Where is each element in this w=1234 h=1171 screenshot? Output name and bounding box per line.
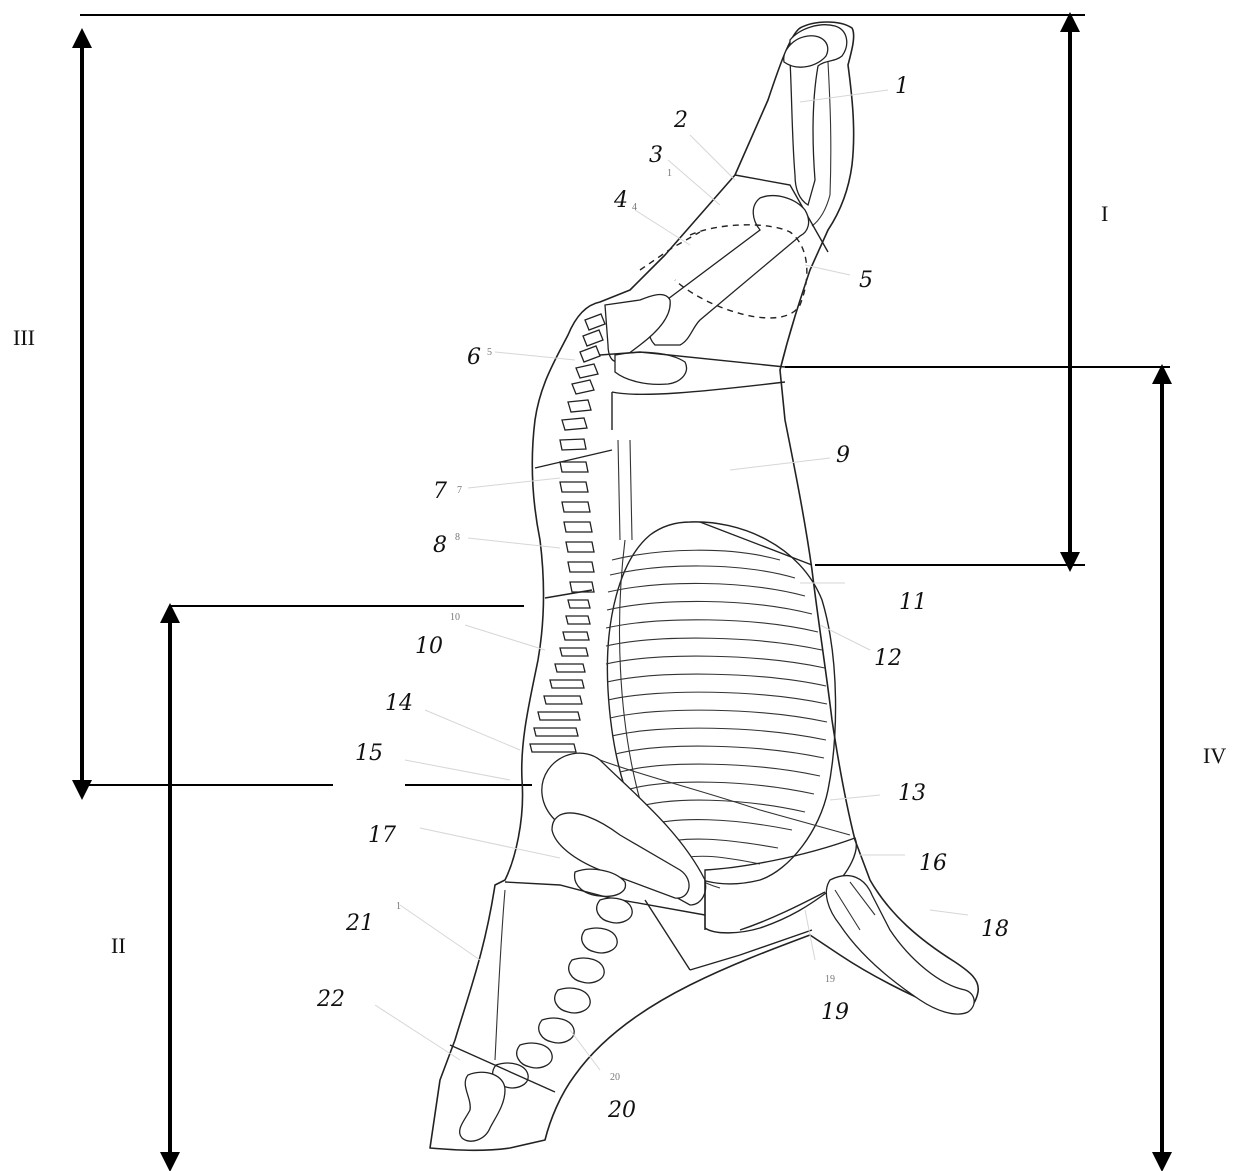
chuck-cut-line xyxy=(545,590,592,598)
thoracic-vertebrae xyxy=(560,462,594,592)
neck-inner-line xyxy=(495,890,505,1060)
part-number-18: 18 xyxy=(981,917,1009,942)
part-number-11: 11 xyxy=(899,590,927,615)
cervical-vertebrae xyxy=(530,600,590,752)
part-number-12: 12 xyxy=(874,646,902,671)
section-label-iv: IV xyxy=(1203,743,1226,768)
part-number-3: 3 xyxy=(649,143,663,168)
part-number-9: 9 xyxy=(836,443,850,468)
part-number-14: 14 xyxy=(385,691,413,716)
faint-number-4: 4 xyxy=(632,202,637,213)
part-number-1: 1 xyxy=(895,74,909,99)
neck-vertebrae xyxy=(493,898,632,1088)
faint-number-3: 1 xyxy=(667,168,672,179)
part-number-22: 22 xyxy=(316,987,345,1012)
section-label-i: I xyxy=(1101,201,1108,226)
part-number-6: 6 xyxy=(467,345,481,370)
faint-number-8: 8 xyxy=(455,532,460,543)
faint-number-21: 1 xyxy=(396,901,401,912)
flank-cut-line xyxy=(700,522,812,565)
part-number-20: 20 xyxy=(607,1098,636,1123)
faint-number-10: 10 xyxy=(450,612,460,623)
part-number-19: 19 xyxy=(821,1000,849,1025)
part-number-2: 2 xyxy=(673,108,688,133)
femur xyxy=(649,196,809,345)
faint-number-19: 19 xyxy=(825,974,835,985)
part-number-10: 10 xyxy=(415,634,443,659)
dashed-leg-line xyxy=(640,232,700,270)
foreshank-bone xyxy=(826,876,974,1014)
section-label-iii: III xyxy=(13,325,35,350)
sirloin-cut-line xyxy=(612,382,785,394)
part-number-17: 17 xyxy=(368,823,396,848)
part-number-7: 7 xyxy=(433,479,447,504)
section-label-ii: II xyxy=(111,933,126,958)
part-number-15: 15 xyxy=(355,741,383,766)
loin-muscle-lines xyxy=(618,440,632,540)
atlas-bone xyxy=(460,1072,505,1141)
lumbar-vertebrae xyxy=(560,314,605,450)
brisket-lower-line xyxy=(740,892,825,930)
faint-number-7: 7 xyxy=(457,485,462,496)
part-number-5: 5 xyxy=(859,268,873,293)
neck-lower-cut xyxy=(690,930,812,970)
part-number-21: 21 xyxy=(345,911,374,936)
hip-joint xyxy=(615,352,686,384)
part-number-13: 13 xyxy=(898,781,926,806)
part-number-16: 16 xyxy=(919,851,947,876)
part-number-8: 8 xyxy=(433,533,447,558)
faint-number-6: 5 xyxy=(487,347,492,358)
part-number-4: 4 xyxy=(613,188,628,213)
faint-number-20: 20 xyxy=(610,1072,620,1083)
